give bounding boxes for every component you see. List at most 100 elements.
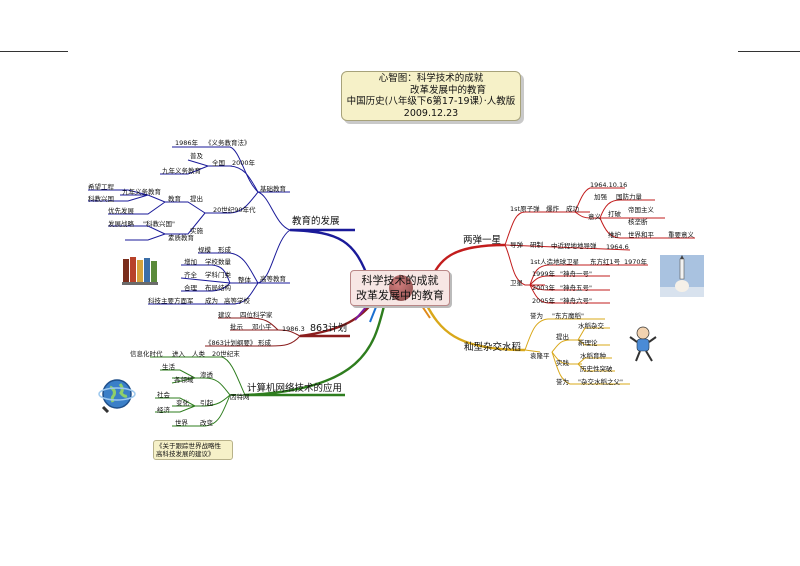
net-gaibian-line	[172, 394, 231, 427]
bomb-baozha: 爆炸	[546, 205, 559, 213]
net-jinru: 进入	[172, 350, 185, 358]
edu-zhengti-sub3	[181, 282, 231, 292]
edu-buju: 布局结构	[205, 284, 231, 292]
rice-yuan-line	[524, 349, 541, 353]
title-line-4: 2009.12.23	[403, 107, 459, 119]
p863-main-branch	[299, 299, 376, 338]
net-shenghuo-line	[160, 369, 196, 379]
edu-quanguo-line	[187, 159, 232, 167]
edu-qiquan: 齐全	[184, 271, 197, 279]
rice-tichu-line	[551, 339, 582, 353]
net-shentou: 渗透	[200, 371, 213, 379]
title-line-3: 中国历史(八年级下6第17-19课）·人教版	[346, 96, 516, 107]
bomb-1970: 1970年	[624, 258, 648, 266]
bomb-2003-line	[529, 284, 610, 291]
center-line-1: 科学技术的成就	[361, 274, 439, 287]
edu-higher-line	[257, 229, 291, 284]
edu-puji: 普及	[190, 152, 203, 160]
edu-fazhan: 发展战略	[108, 220, 134, 228]
net-note-line-1: 《关于跟踪世界战略性	[156, 442, 221, 450]
bomb-date-line	[574, 187, 625, 213]
bomb-zhongcheng: 中近程地地导弹	[551, 242, 597, 250]
bomb-yiyi-line	[574, 211, 605, 219]
rice-yuzhong-line	[577, 357, 612, 365]
net-ge-line	[171, 377, 196, 384]
p863-xingcheng: 形成	[258, 339, 271, 347]
rice-yuan: 袁隆平	[530, 352, 550, 360]
edu-suzhi: 素质教育	[168, 234, 194, 242]
globe-icon	[98, 379, 136, 413]
bomb-2005-line	[529, 284, 610, 304]
books-icon	[122, 257, 158, 285]
net-branch-label: 计算机网络技术的应用	[247, 383, 343, 394]
edu-jiaoyu-xiwang	[88, 189, 149, 196]
rocket-launch-image	[660, 255, 704, 297]
center-line-2: 改革发展中的教育	[356, 289, 444, 302]
edu-nine: 九年义务教育	[162, 167, 201, 175]
bomb-2003: 2003年	[532, 284, 556, 292]
net-renlei: 人类	[192, 350, 205, 358]
bomb-weihu-line	[599, 217, 695, 239]
bomb-jiaqiang: 加强	[594, 193, 607, 201]
bomb-date: 1964.10.16	[590, 181, 628, 189]
net-yinqi: 引起	[200, 399, 213, 407]
net-c20: 20世纪末	[212, 350, 240, 358]
cartoon-man-icon	[629, 326, 657, 362]
edu-1986-line	[172, 146, 259, 193]
rice-yuwei2-line	[551, 351, 630, 385]
bomb-yiyi: 意义	[588, 213, 601, 221]
rice-shijian-line	[551, 351, 582, 365]
edu-youxian: 优先发展	[108, 207, 134, 215]
edu-kejiao-2: "科教兴国"	[143, 220, 175, 228]
rice-dongfang: "东方魔稻"	[552, 312, 584, 320]
edu-2000-line	[229, 165, 259, 193]
edu-guimo: 规模	[198, 246, 211, 254]
net-info: 信息化时代	[130, 350, 163, 358]
edu-quanguo: 全国	[212, 159, 225, 167]
edu-higher-keji	[148, 282, 259, 305]
rice-branch-label: 籼型杂交水稻	[464, 342, 522, 353]
bomb-2005: 2005年	[532, 297, 556, 305]
edu-basic-line	[257, 191, 291, 231]
rice-tichu: 提出	[556, 333, 569, 341]
title-line-2: 改革发展中的教育	[409, 84, 486, 96]
top-left-rule	[0, 51, 68, 52]
rice-main-branch	[423, 301, 526, 352]
edu-higher-guimo	[198, 252, 259, 284]
edu-youxian-line	[108, 201, 166, 215]
edu-branch-label: 教育的发展	[292, 216, 340, 227]
p863-date: 1986.3	[282, 325, 305, 333]
bomb-weixing: 卫星	[510, 279, 523, 287]
net-yinqi-line	[172, 394, 231, 407]
net-shijie: 世界	[175, 419, 188, 427]
p863-date-line	[250, 329, 301, 337]
net-jingji-line	[155, 405, 196, 413]
bomb-first-sat: 1st人造地球卫星	[530, 258, 580, 266]
bomb-1999: 1999年	[532, 270, 556, 278]
bomb-diguo: 帝国主义	[628, 206, 654, 214]
edu-heli: 合理	[184, 284, 197, 292]
bomb-sz6: "神舟六号"	[560, 297, 592, 305]
net-note-line-2: 高科技发展的建议》	[156, 450, 215, 458]
net-shentou-line	[172, 377, 231, 396]
p863-deng: 邓小平	[252, 323, 272, 331]
rice-yuwei-2: 誉为	[556, 378, 569, 386]
top-right-rule	[738, 51, 800, 52]
net-bianhua: 变化	[176, 399, 189, 407]
bomb-jiaqiang-line	[599, 199, 655, 219]
edu-keji: 科技主要方面军	[148, 297, 194, 305]
p863-jianyi: 建议	[218, 311, 231, 319]
edu-xueke: 学科门类	[205, 271, 231, 279]
edu-kejiao: 科教兴国	[88, 195, 114, 203]
rice-shuidao-line	[577, 327, 610, 341]
bomb-first-sat-line	[529, 264, 648, 286]
edu-zengjia: 增加	[184, 258, 197, 266]
bomb-date-b: 1964.6	[606, 243, 629, 251]
edu-chengwei: 成为	[205, 297, 218, 305]
bomb-weihu: 维护	[608, 231, 621, 239]
edu-nine-line	[160, 165, 209, 175]
edu-90s: 20世纪90年代	[213, 206, 256, 214]
edu-xuexiao: 学校数量	[205, 258, 231, 266]
edu-basic: 基础教育	[260, 185, 286, 193]
bomb-zhongyao: 重要意义	[668, 231, 694, 239]
